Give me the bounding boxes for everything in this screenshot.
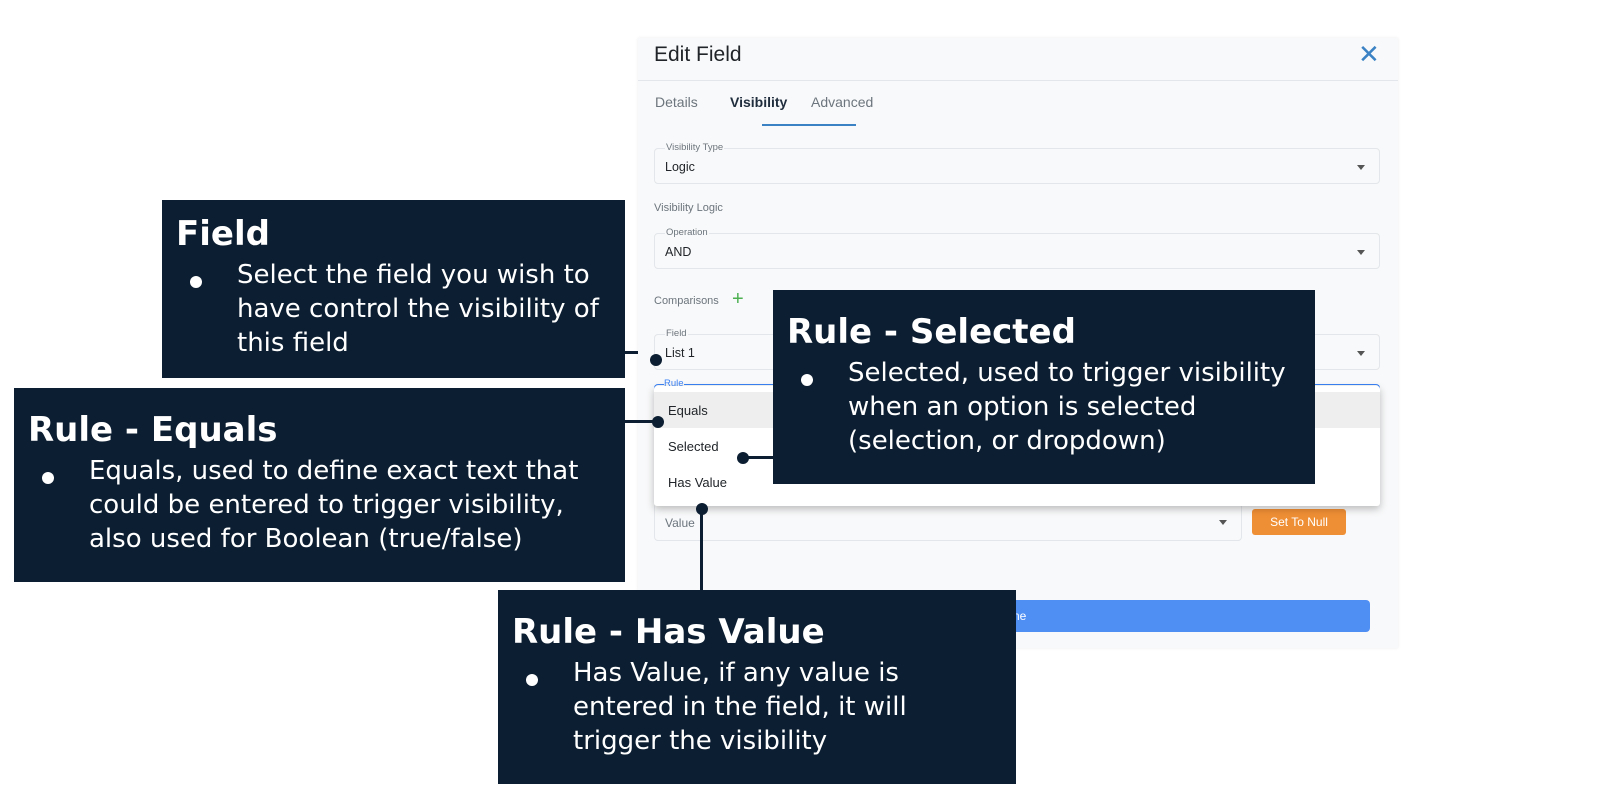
callout-title: Rule - Equals — [28, 410, 278, 450]
active-tab-indicator — [762, 124, 856, 126]
value-select[interactable]: Value — [654, 503, 1242, 541]
field-label: Field — [665, 328, 688, 339]
tab-visibility[interactable]: Visibility — [730, 94, 788, 110]
callout-title: Field — [176, 214, 270, 254]
rule-option-label: Equals — [668, 403, 708, 418]
chevron-down-icon — [1357, 165, 1365, 170]
selected-connector-dot — [737, 452, 749, 464]
callout-line: Has Value, if any value is — [573, 658, 899, 688]
rule-option-label: Selected — [668, 439, 719, 454]
rule-label: Rule — [664, 378, 684, 389]
callout-has-value: Rule - Has Value Has Value, if any value… — [498, 590, 1016, 784]
callout-line: entered in the field, it will — [573, 692, 907, 722]
chevron-down-icon — [1357, 250, 1365, 255]
selected-connector-line — [744, 456, 774, 459]
tab-advanced[interactable]: Advanced — [811, 94, 874, 110]
dialog-header: Edit Field ✕ — [638, 38, 1398, 81]
operation-label: Operation — [665, 227, 709, 238]
callout-selected: Rule - Selected Selected, used to trigge… — [773, 290, 1315, 484]
bullet-icon — [190, 276, 202, 288]
callout-line: Select the field you wish to — [237, 260, 590, 290]
field-value: List 1 — [665, 346, 695, 360]
has-value-connector-dot — [696, 503, 708, 515]
callout-line: also used for Boolean (true/false) — [89, 524, 523, 554]
set-to-null-button[interactable]: Set To Null — [1252, 509, 1346, 535]
field-connector-dot — [650, 354, 662, 366]
visibility-type-label: Visibility Type — [665, 142, 725, 153]
close-icon[interactable]: ✕ — [1358, 39, 1380, 69]
rule-option-has-value[interactable]: Has Value — [654, 464, 1380, 500]
callout-line: have control the visibility of — [237, 294, 599, 324]
dialog-title: Edit Field — [654, 43, 742, 66]
callout-line: Selected, used to trigger visibility — [848, 358, 1286, 388]
bullet-icon — [801, 374, 813, 386]
equals-connector-line — [608, 420, 658, 423]
callout-line: could be entered to trigger visibility, — [89, 490, 564, 520]
visibility-type-select[interactable]: Visibility Type Logic — [654, 142, 1380, 184]
bullet-icon — [42, 472, 54, 484]
callout-title: Rule - Selected — [787, 312, 1076, 352]
equals-connector-dot — [652, 416, 664, 428]
value-placeholder: Value — [665, 516, 695, 530]
callout-line: this field — [237, 328, 349, 358]
rule-option-label: Has Value — [668, 475, 728, 490]
operation-value: AND — [665, 245, 692, 259]
callout-field: Field Select the field you wish to have … — [162, 200, 625, 378]
tab-details[interactable]: Details — [655, 94, 698, 110]
callout-line: Equals, used to define exact text that — [89, 456, 579, 486]
comparisons-label: Comparisons — [654, 295, 719, 307]
visibility-logic-label: Visibility Logic — [654, 202, 723, 214]
chevron-down-icon — [1219, 520, 1227, 525]
has-value-connector-line — [700, 510, 703, 594]
callout-line: trigger the visibility — [573, 726, 828, 756]
callout-line: when an option is selected — [848, 392, 1197, 422]
bullet-icon — [526, 674, 538, 686]
operation-select[interactable]: Operation AND — [654, 227, 1380, 269]
chevron-down-icon — [1357, 351, 1365, 356]
callout-line: (selection, or dropdown) — [848, 426, 1166, 456]
callout-title: Rule - Has Value — [512, 612, 825, 652]
visibility-type-value: Logic — [665, 160, 695, 174]
add-comparison-icon[interactable]: + — [732, 288, 744, 310]
callout-equals: Rule - Equals Equals, used to define exa… — [14, 388, 625, 582]
rule-option-selected[interactable]: Selected — [654, 428, 1380, 464]
